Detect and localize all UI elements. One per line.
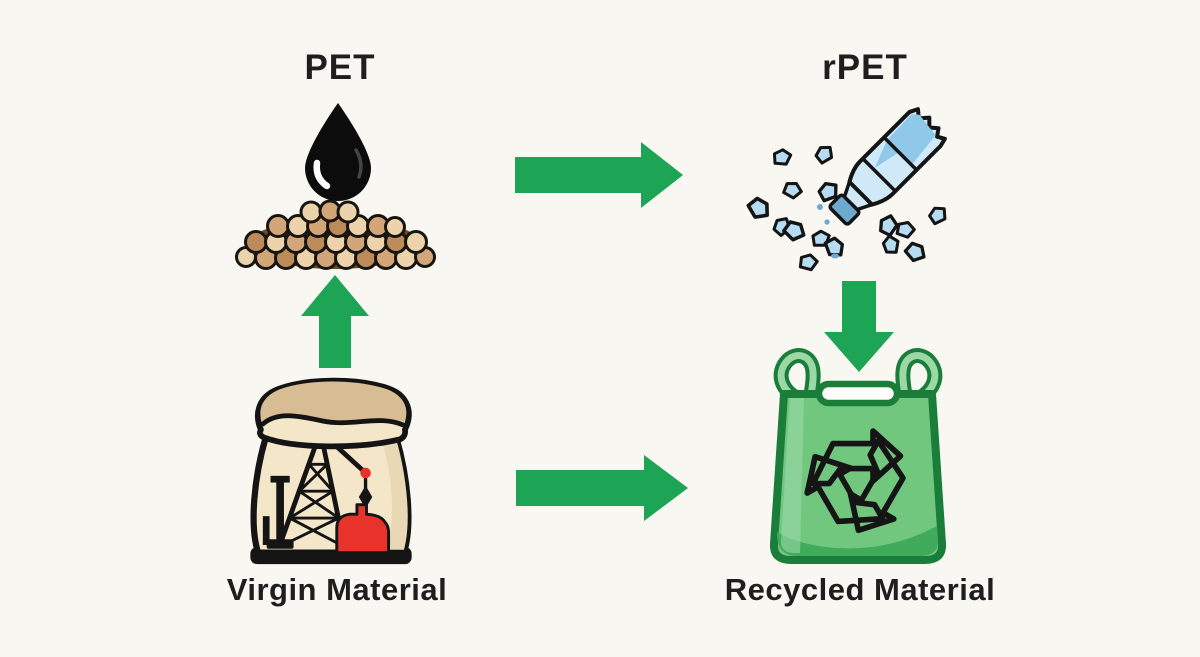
arrow-down-icon xyxy=(824,281,894,372)
bottle-body xyxy=(847,107,947,207)
bag-shading xyxy=(777,526,939,556)
arrow-right-shape xyxy=(515,142,683,208)
oil-tank xyxy=(335,503,391,555)
derrick-hook-ball xyxy=(360,467,371,479)
arrow-up-shape xyxy=(301,275,369,368)
oil-drop-icon xyxy=(305,103,371,201)
recycle-symbol-icon xyxy=(804,428,906,534)
bag-body xyxy=(769,390,947,564)
bag-highlight xyxy=(780,398,804,553)
plastic-bottle-icon xyxy=(828,107,947,226)
arrow-up-icon xyxy=(301,275,369,368)
oil-drop-shape xyxy=(305,103,371,201)
oil-drop-sheen xyxy=(354,148,363,179)
oil-drop-highlight xyxy=(313,159,331,190)
sack-shading xyxy=(381,439,408,550)
bag-handles xyxy=(773,348,943,410)
pour-droplets xyxy=(817,204,839,259)
recycled-material-label: Recycled Material xyxy=(724,572,996,607)
arrow-right-icon xyxy=(516,455,688,521)
plastic-bottle-flakes-icon xyxy=(746,107,949,274)
derrick-pipes xyxy=(262,475,294,549)
virgin-material-label: Virgin Material xyxy=(226,572,448,607)
pet-pellets-icon xyxy=(235,199,436,270)
oil-sack-icon xyxy=(250,377,412,565)
sack-flap-fold xyxy=(260,413,406,428)
pet-label: PET xyxy=(304,48,376,87)
arrow-right-icon xyxy=(515,142,683,208)
arrow-down-shape xyxy=(824,281,894,372)
arrow-right-shape xyxy=(516,455,688,521)
rpet-label: rPET xyxy=(822,48,908,87)
recycled-bag-icon xyxy=(769,348,947,564)
bag-opening xyxy=(815,380,901,407)
